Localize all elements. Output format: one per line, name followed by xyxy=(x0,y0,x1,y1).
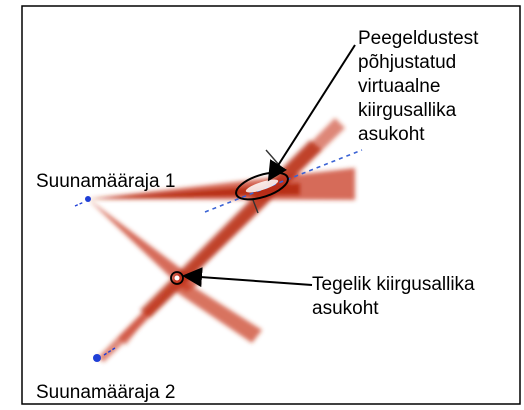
real-source-label: Tegelik kiirgusallika asukoht xyxy=(312,273,475,321)
beam-station1-real-ext xyxy=(170,277,262,343)
station-2-label: Suunamääraja 2 xyxy=(36,381,175,405)
station-2-dot-icon xyxy=(93,354,101,362)
arrow-real-source xyxy=(186,276,312,285)
virtual-source-label-line: põhjustatud xyxy=(358,51,478,75)
station-1-label: Suunamääraja 1 xyxy=(36,170,175,194)
virtual-source-label: Peegeldustest põhjustatud virtuaalne kii… xyxy=(358,27,478,147)
beam-station2-core xyxy=(140,140,322,318)
virtual-source-label-line: kiirgusallika xyxy=(358,99,478,123)
beam-real-to-station2 xyxy=(118,277,178,345)
tick-top xyxy=(266,150,280,166)
station-1-dot-icon xyxy=(85,196,91,202)
real-source-label-line: Tegelik kiirgusallika xyxy=(312,273,475,297)
virtual-source-label-line: Peegeldustest xyxy=(358,27,478,51)
bearing-beams xyxy=(88,118,355,362)
virtual-source-label-line: virtuaalne xyxy=(358,75,478,99)
station-1-tick xyxy=(75,202,84,206)
virtual-source-label-line: asukoht xyxy=(358,123,478,147)
real-source-label-line: asukoht xyxy=(312,297,475,321)
